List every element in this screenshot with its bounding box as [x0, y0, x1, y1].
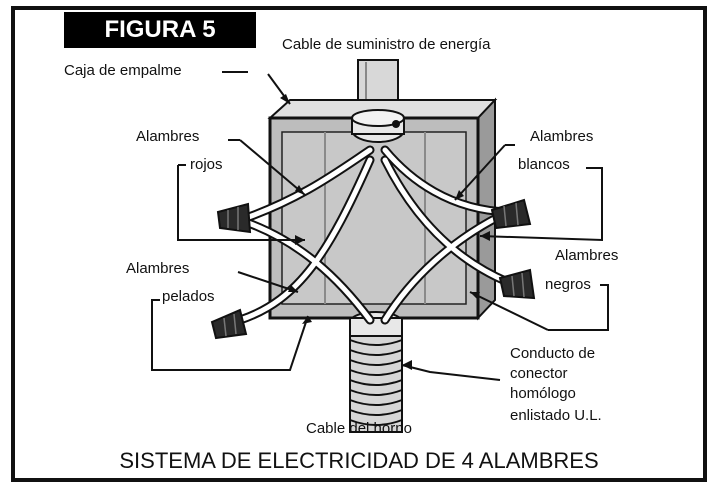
label-red-wires-2: rojos [190, 156, 223, 173]
label-white-wires-1: Alambres [530, 128, 594, 145]
wire-nut-upper-right [490, 198, 532, 230]
flex-conduit [349, 331, 403, 433]
label-conduit-2: conector [510, 365, 568, 382]
junction-box [267, 97, 498, 321]
label-black-wires-2: negros [545, 276, 591, 293]
label-white-wires-2: blancos [518, 156, 570, 173]
label-red-wires-1: Alambres [136, 128, 200, 145]
label-conduit-3: homólogo [510, 385, 576, 402]
wire-nut-lower-right [498, 268, 536, 300]
label-supply-cable: Cable de suministro de energía [282, 36, 491, 53]
label-bare-wires-2: pelados [162, 288, 215, 305]
label-junction-box: Caja de empalme [64, 62, 182, 79]
leader-arrowheads [280, 94, 490, 370]
label-bare-wires-1: Alambres [126, 260, 190, 277]
label-black-wires-1: Alambres [555, 247, 619, 264]
label-conduit-1: Conducto de [510, 345, 596, 362]
figure-caption: SISTEMA DE ELECTRICIDAD DE 4 ALAMBRES [119, 448, 599, 473]
box-bottom-connector [349, 311, 403, 337]
label-oven-cable: Cable del horno [306, 420, 412, 437]
label-conduit-4: enlistado U.L. [510, 407, 602, 424]
box-top-connector [351, 109, 405, 143]
figure-title: FIGURA 5 [64, 12, 256, 48]
wires [235, 145, 520, 325]
wire-nut-upper-left [216, 202, 252, 234]
wire-nut-lower-left [210, 308, 248, 340]
